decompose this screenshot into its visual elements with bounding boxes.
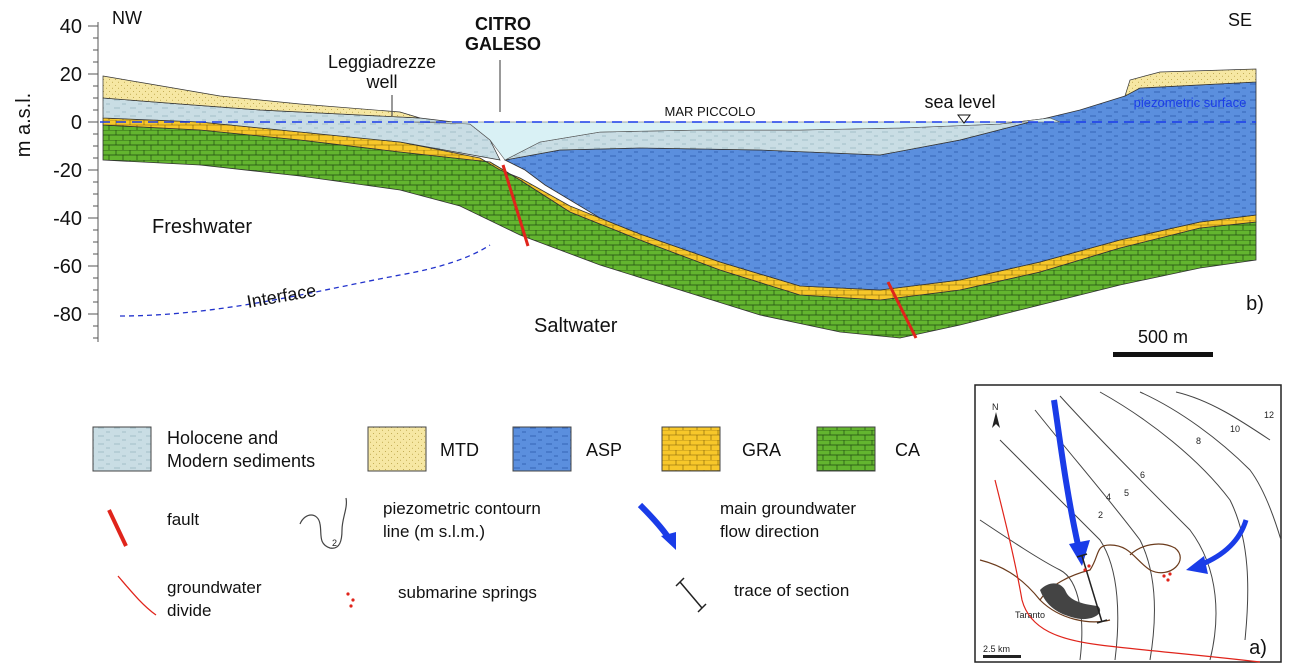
legend-swatch-gra bbox=[661, 426, 721, 472]
legend-ca: CA bbox=[895, 440, 920, 460]
legend-flow-arrowhead bbox=[661, 532, 676, 550]
sea-level-label: sea level bbox=[924, 92, 995, 112]
legend-fault: fault bbox=[167, 510, 199, 529]
flow-arrow bbox=[1199, 519, 1249, 568]
taranto-label: Taranto bbox=[1015, 610, 1045, 620]
map-scale-bar bbox=[983, 655, 1021, 658]
legend-swatch-holocene bbox=[92, 426, 152, 472]
legend-gra: GRA bbox=[742, 440, 781, 460]
map-scale-label: 2.5 km bbox=[983, 644, 1010, 654]
legend-spring-dot bbox=[351, 598, 355, 602]
legend-spring-dot bbox=[346, 592, 350, 596]
freshwater-label: Freshwater bbox=[152, 216, 252, 238]
nw-label: NW bbox=[112, 8, 142, 28]
map-contours bbox=[979, 391, 1282, 661]
groundwater-divide bbox=[994, 479, 1261, 663]
spring-dot bbox=[1168, 572, 1172, 576]
legend-piezo-2: line (m s.l.m.) bbox=[383, 522, 485, 541]
y-axis-label: m a.s.l. bbox=[13, 93, 35, 157]
panel-a-label: a) bbox=[1249, 637, 1267, 659]
flow-arrow bbox=[1051, 399, 1081, 546]
interface-line bbox=[119, 244, 491, 317]
north-arrow-icon bbox=[992, 412, 1000, 428]
fault-line bbox=[886, 281, 918, 339]
y-tick-label: -80 bbox=[53, 304, 82, 326]
legend-divide-1: groundwater bbox=[167, 578, 262, 597]
legend-trace-cap bbox=[697, 603, 707, 613]
legend-swatch-mtd bbox=[367, 426, 427, 472]
citro-label-1: CITRO bbox=[475, 14, 531, 34]
legend-asp: ASP bbox=[586, 440, 622, 460]
legend-trace-symbol bbox=[679, 581, 703, 609]
taranto-city bbox=[1040, 583, 1101, 620]
section-trace-cap bbox=[1076, 553, 1088, 558]
y-tick-label: -20 bbox=[53, 160, 82, 182]
mtd-layer-right bbox=[1124, 68, 1257, 97]
contour-label: 6 bbox=[1140, 470, 1145, 480]
contour-label: 12 bbox=[1264, 410, 1274, 420]
location-map: N 12 10 8 6 5 4 2 Taranto bbox=[974, 384, 1282, 663]
legend-flow-2: flow direction bbox=[720, 522, 819, 541]
y-axis-ticks bbox=[88, 25, 98, 339]
saltwater-label: Saltwater bbox=[534, 315, 618, 337]
spring-dot bbox=[1087, 564, 1091, 568]
contour-label: 8 bbox=[1196, 436, 1201, 446]
contour-label: 10 bbox=[1230, 424, 1240, 434]
spring-dot bbox=[1162, 574, 1166, 578]
legend-flow-1: main groundwater bbox=[720, 499, 856, 518]
se-label: SE bbox=[1228, 10, 1252, 30]
section-trace-cap bbox=[1096, 619, 1108, 624]
y-tick-label: 40 bbox=[60, 16, 82, 38]
panel-b-label: b) bbox=[1246, 293, 1264, 315]
legend-piezo-1: piezometric contourn bbox=[383, 499, 541, 518]
legend-divide-symbol bbox=[117, 575, 157, 616]
legend-mtd: MTD bbox=[440, 440, 479, 460]
section-trace bbox=[1081, 555, 1103, 623]
sea-water bbox=[409, 117, 1061, 161]
legend: Holocene and Modern sediments MTD ASP GR… bbox=[92, 426, 920, 620]
y-tick-label: -40 bbox=[53, 208, 82, 230]
piezometric-surface-label: piezometric surface bbox=[1134, 95, 1247, 110]
contour-label: 2 bbox=[1098, 510, 1103, 520]
legend-holocene-2: Modern sediments bbox=[167, 451, 315, 471]
citro-label-2: GALESO bbox=[465, 34, 541, 54]
cross-section: 40 20 0 -20 -40 -60 -80 m a.s.l. NW SE C… bbox=[13, 8, 1264, 357]
y-tick-label: 0 bbox=[71, 112, 82, 134]
mar-piccolo-label: MAR PICCOLO bbox=[664, 104, 755, 119]
legend-divide-2: divide bbox=[167, 601, 211, 620]
flow-arrowhead bbox=[1186, 556, 1208, 574]
y-tick-label: 20 bbox=[60, 64, 82, 86]
spring-dot bbox=[1083, 568, 1087, 572]
legend-spring-dot bbox=[349, 604, 353, 608]
spring-dot bbox=[1166, 578, 1170, 582]
legend-fault-symbol bbox=[107, 509, 128, 547]
legend-swatch-ca bbox=[816, 426, 876, 472]
scale-bar-label: 500 m bbox=[1138, 327, 1188, 347]
legend-swatch-asp bbox=[512, 426, 572, 472]
flow-arrowhead bbox=[1069, 540, 1090, 566]
legend-piezo-sample: 2 bbox=[332, 538, 337, 548]
contour-label: 4 bbox=[1106, 492, 1111, 502]
legend-flow-symbol bbox=[637, 502, 673, 542]
well-label-2: well bbox=[365, 72, 397, 92]
sea-level-marker bbox=[957, 114, 971, 124]
y-tick-label: -60 bbox=[53, 256, 82, 278]
fault-line bbox=[501, 164, 530, 247]
legend-springs: submarine springs bbox=[398, 583, 537, 602]
legend-piezo-symbol bbox=[299, 497, 348, 549]
north-label: N bbox=[992, 402, 999, 412]
coastline bbox=[979, 559, 1111, 623]
well-label-1: Leggiadrezze bbox=[328, 52, 436, 72]
legend-trace: trace of section bbox=[734, 581, 849, 600]
legend-trace-cap bbox=[675, 577, 685, 587]
map-frame bbox=[974, 384, 1282, 663]
mtd-layer-left bbox=[102, 75, 421, 119]
scale-bar bbox=[1113, 352, 1213, 357]
legend-holocene-1: Holocene and bbox=[167, 428, 278, 448]
interface-label: Interface bbox=[245, 280, 317, 312]
contour-label: 5 bbox=[1124, 488, 1129, 498]
